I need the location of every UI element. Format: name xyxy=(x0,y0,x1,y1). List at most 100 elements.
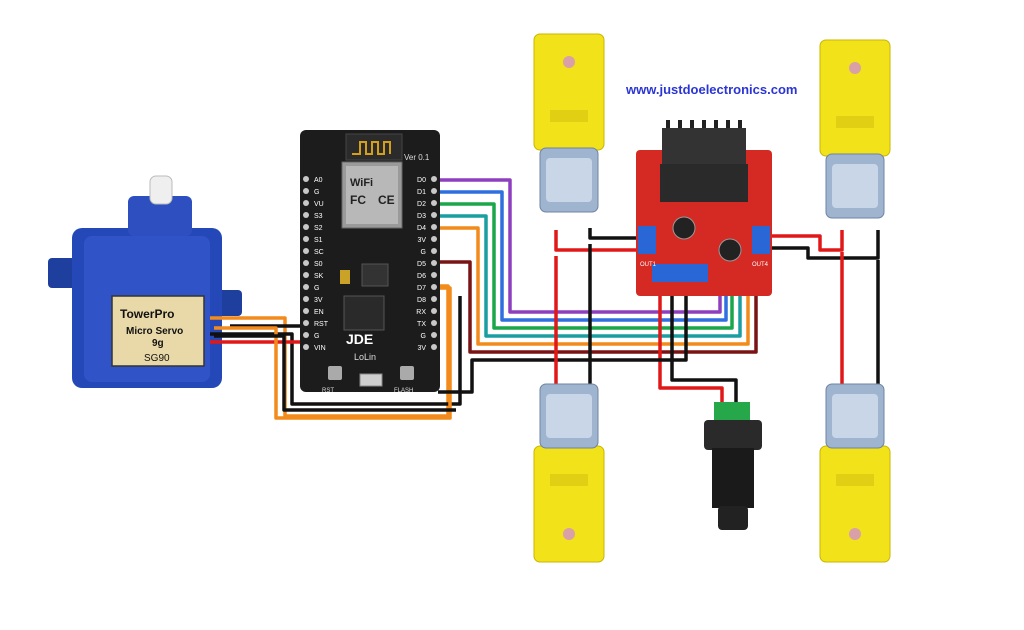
pin-label-vu: VU xyxy=(314,201,324,208)
pin-hole xyxy=(303,236,309,242)
pin-hole xyxy=(303,308,309,314)
pin-hole xyxy=(303,284,309,290)
pin-label-d6: D6 xyxy=(417,273,426,280)
watermark-url: www.justdoelectronics.com xyxy=(626,82,798,97)
pin-label-d1: D1 xyxy=(417,189,426,196)
pin-label-sk: SK xyxy=(314,273,324,280)
flash-button[interactable] xyxy=(400,366,414,380)
wires xyxy=(210,178,880,420)
driver-terminal-left xyxy=(638,226,656,254)
pin-hole xyxy=(431,224,437,230)
wire-d4-orange xyxy=(430,226,750,346)
pin-label-d7: D7 xyxy=(417,285,426,292)
wire-d2-green xyxy=(430,202,734,330)
pin-label-vin: VIN xyxy=(314,345,326,352)
pin-hole xyxy=(303,296,309,302)
pin-label-g: G xyxy=(314,285,319,292)
pin-hole xyxy=(431,320,437,326)
motor-top-right xyxy=(819,39,891,219)
pin-label-g: G xyxy=(314,333,319,340)
servo-wire-orange xyxy=(210,284,450,418)
wire-gnd-black xyxy=(670,280,738,410)
pin-hole xyxy=(431,176,437,182)
pin-label-3v: 3V xyxy=(314,297,323,304)
pin-label-3v: 3V xyxy=(417,237,426,244)
pin-label-s1: S1 xyxy=(314,237,323,244)
pin-label-sc: SC xyxy=(314,249,324,256)
motor-bottom-right xyxy=(819,383,891,563)
usb-port xyxy=(359,373,383,387)
pin-hole xyxy=(303,188,309,194)
driver-terminal-right xyxy=(752,226,770,254)
jde-logo: JDE xyxy=(346,331,373,347)
pin-label-d8: D8 xyxy=(417,297,426,304)
wire-motor-tl-red xyxy=(554,230,648,252)
wire-motor-tl-black xyxy=(588,228,648,240)
pin-hole xyxy=(431,260,437,266)
board-version: Ver 0.1 xyxy=(404,153,430,162)
dc-barrel-jack xyxy=(704,402,762,530)
wire-motor-tr-black xyxy=(768,230,880,260)
servo-motor: TowerPro Micro Servo 9g SG90 xyxy=(48,175,242,388)
wire-d0-purple xyxy=(430,178,722,314)
pin-label-a0: A0 xyxy=(314,177,323,184)
pin-hole xyxy=(303,248,309,254)
pin-label-tx: TX xyxy=(417,321,426,328)
servo-brand-label: TowerPro xyxy=(120,307,174,321)
motor-bottom-left xyxy=(533,383,605,563)
rst-button-label: RST xyxy=(322,388,334,394)
pin-hole xyxy=(431,212,437,218)
pin-hole xyxy=(303,200,309,206)
pin-label-rst: RST xyxy=(314,321,329,328)
out-right-label: OUT4 xyxy=(752,262,769,268)
pin-hole xyxy=(431,200,437,206)
pin-label-s3: S3 xyxy=(314,213,323,220)
pin-hole xyxy=(431,248,437,254)
pin-label-d5: D5 xyxy=(417,261,426,268)
pin-label-d2: D2 xyxy=(417,201,426,208)
pin-label-s0: S0 xyxy=(314,261,323,268)
servo-wire-brown xyxy=(210,296,462,406)
pin-label-g: G xyxy=(421,333,426,340)
pin-hole xyxy=(431,272,437,278)
pin-hole xyxy=(303,176,309,182)
out-left-label: OUT1 xyxy=(640,262,657,268)
pin-hole xyxy=(431,344,437,350)
pin-label-d4: D4 xyxy=(417,225,426,232)
servo-wire-orange-2 xyxy=(214,286,452,420)
wire-motor-tr-red xyxy=(768,230,844,252)
wire-d3-teal xyxy=(430,214,742,338)
servo-wire-black-2 xyxy=(214,334,456,412)
pin-hole xyxy=(303,272,309,278)
gear-motors xyxy=(533,33,891,563)
pin-hole xyxy=(431,284,437,290)
pin-hole xyxy=(431,332,437,338)
nodemcu-board: WiFi FC CE Ver 0.1 JDE LoLin RST FLASH A… xyxy=(300,130,440,394)
pin-hole xyxy=(431,296,437,302)
servo-model: SG90 xyxy=(144,353,170,364)
l298n-driver: OUT1 OUT4 xyxy=(636,120,772,296)
pin-hole xyxy=(303,344,309,350)
pin-hole xyxy=(303,332,309,338)
board-maker: LoLin xyxy=(354,352,376,362)
pin-hole xyxy=(431,308,437,314)
pin-label-d3: D3 xyxy=(417,213,426,220)
servo-model-line1: Micro Servo xyxy=(126,326,183,337)
pin-hole xyxy=(431,236,437,242)
wire-d1-blue xyxy=(430,190,728,322)
pin-label-rx: RX xyxy=(416,309,426,316)
pin-label-s2: S2 xyxy=(314,225,323,232)
pin-hole xyxy=(303,212,309,218)
rst-button[interactable] xyxy=(328,366,342,380)
pin-label-g: G xyxy=(314,189,319,196)
wifi-mark: WiFi xyxy=(350,177,373,189)
pin-label-d0: D0 xyxy=(417,177,426,184)
wire-d6-darkred xyxy=(430,260,758,354)
wire-gnd-to-mcu xyxy=(438,280,688,394)
servo-model-line2: 9g xyxy=(152,338,164,349)
pin-hole xyxy=(303,224,309,230)
pin-label-3v: 3V xyxy=(417,345,426,352)
